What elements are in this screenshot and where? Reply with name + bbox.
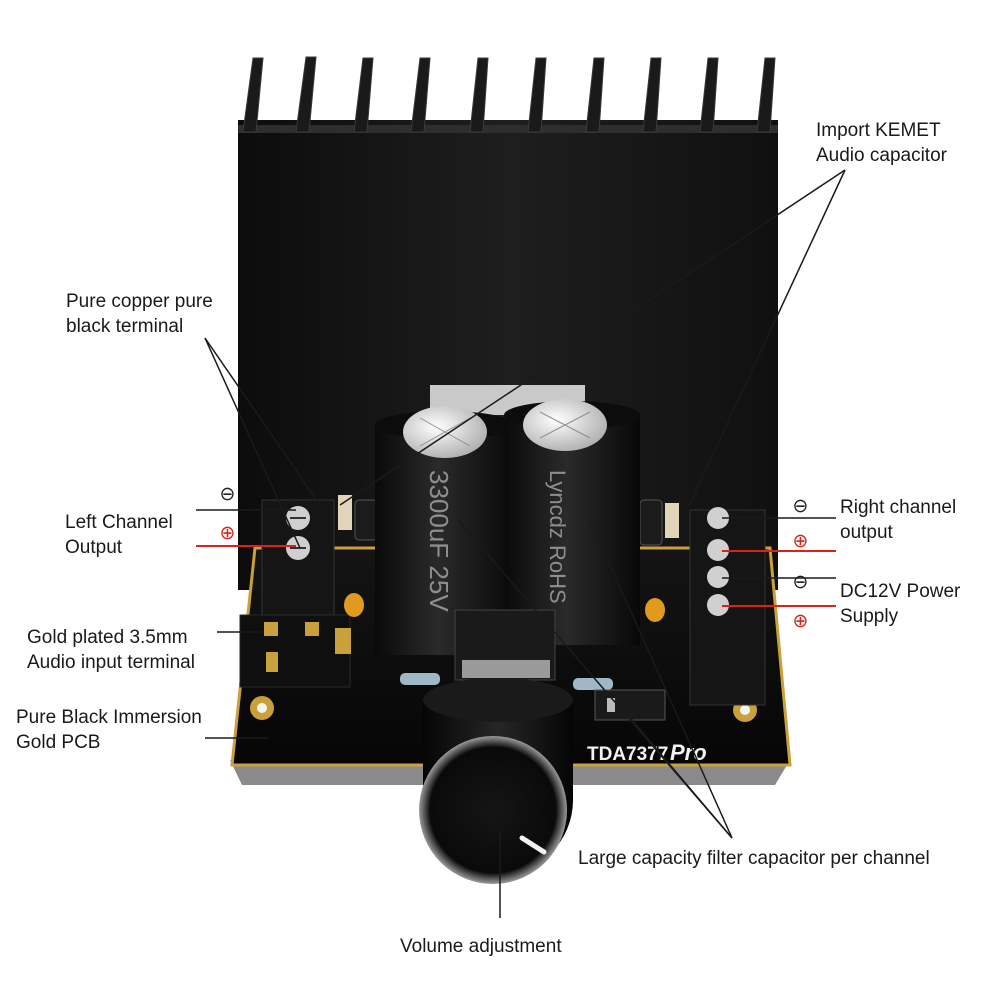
left-output-terminal	[261, 499, 335, 621]
filter-capacitor-label: Large capacity filter capacitor per chan…	[578, 848, 930, 869]
right-terminal-block	[689, 507, 766, 706]
power-supply-label: DC12V Power Supply	[840, 581, 961, 627]
polarity-lines	[196, 545, 836, 607]
callout-filter	[589, 519, 733, 839]
audio-input-jack	[239, 614, 351, 688]
audio-input-label: Gold plated 3.5mm Audio input terminal	[27, 627, 195, 673]
right-plus-marker: ⊕	[792, 530, 809, 552]
callout-copper	[204, 337, 321, 506]
chip-suffix: Pro	[670, 740, 707, 765]
callout-kemet	[687, 169, 846, 509]
callout-lines	[196, 169, 846, 918]
pcb-label: Pure Black Immersion Gold PCB	[16, 707, 202, 753]
callout-copper	[204, 337, 301, 549]
filter-capacitor-right: Lyncdz RoHS	[504, 399, 640, 645]
right-output-label: Right channel output	[840, 497, 957, 543]
callout-kemet	[339, 169, 846, 506]
copper-terminal-label: Pure copper pure black terminal	[66, 291, 213, 337]
right-minus-marker: ⊖	[792, 495, 809, 517]
power-minus-marker: ⊖	[792, 571, 809, 593]
kemet-capacitor-label: Import KEMET Audio capacitor	[816, 120, 947, 166]
volume-knob	[419, 609, 573, 884]
callout-filter	[614, 699, 733, 839]
left-output-label: Left Channel Output	[65, 512, 173, 558]
chip-marking: TDA7377	[587, 744, 668, 765]
power-plus-marker: ⊕	[792, 610, 809, 632]
small-capacitors	[338, 495, 679, 622]
left-minus-marker: ⊖	[219, 483, 236, 505]
volume-adjustment-label: Volume adjustment	[400, 936, 562, 957]
svg-text:Lyncdz RoHS: Lyncdz RoHS	[545, 470, 570, 604]
heatsink-fins	[242, 56, 776, 133]
left-plus-marker: ⊕	[219, 522, 236, 544]
svg-text:3300uF 25V: 3300uF 25V	[424, 470, 454, 612]
